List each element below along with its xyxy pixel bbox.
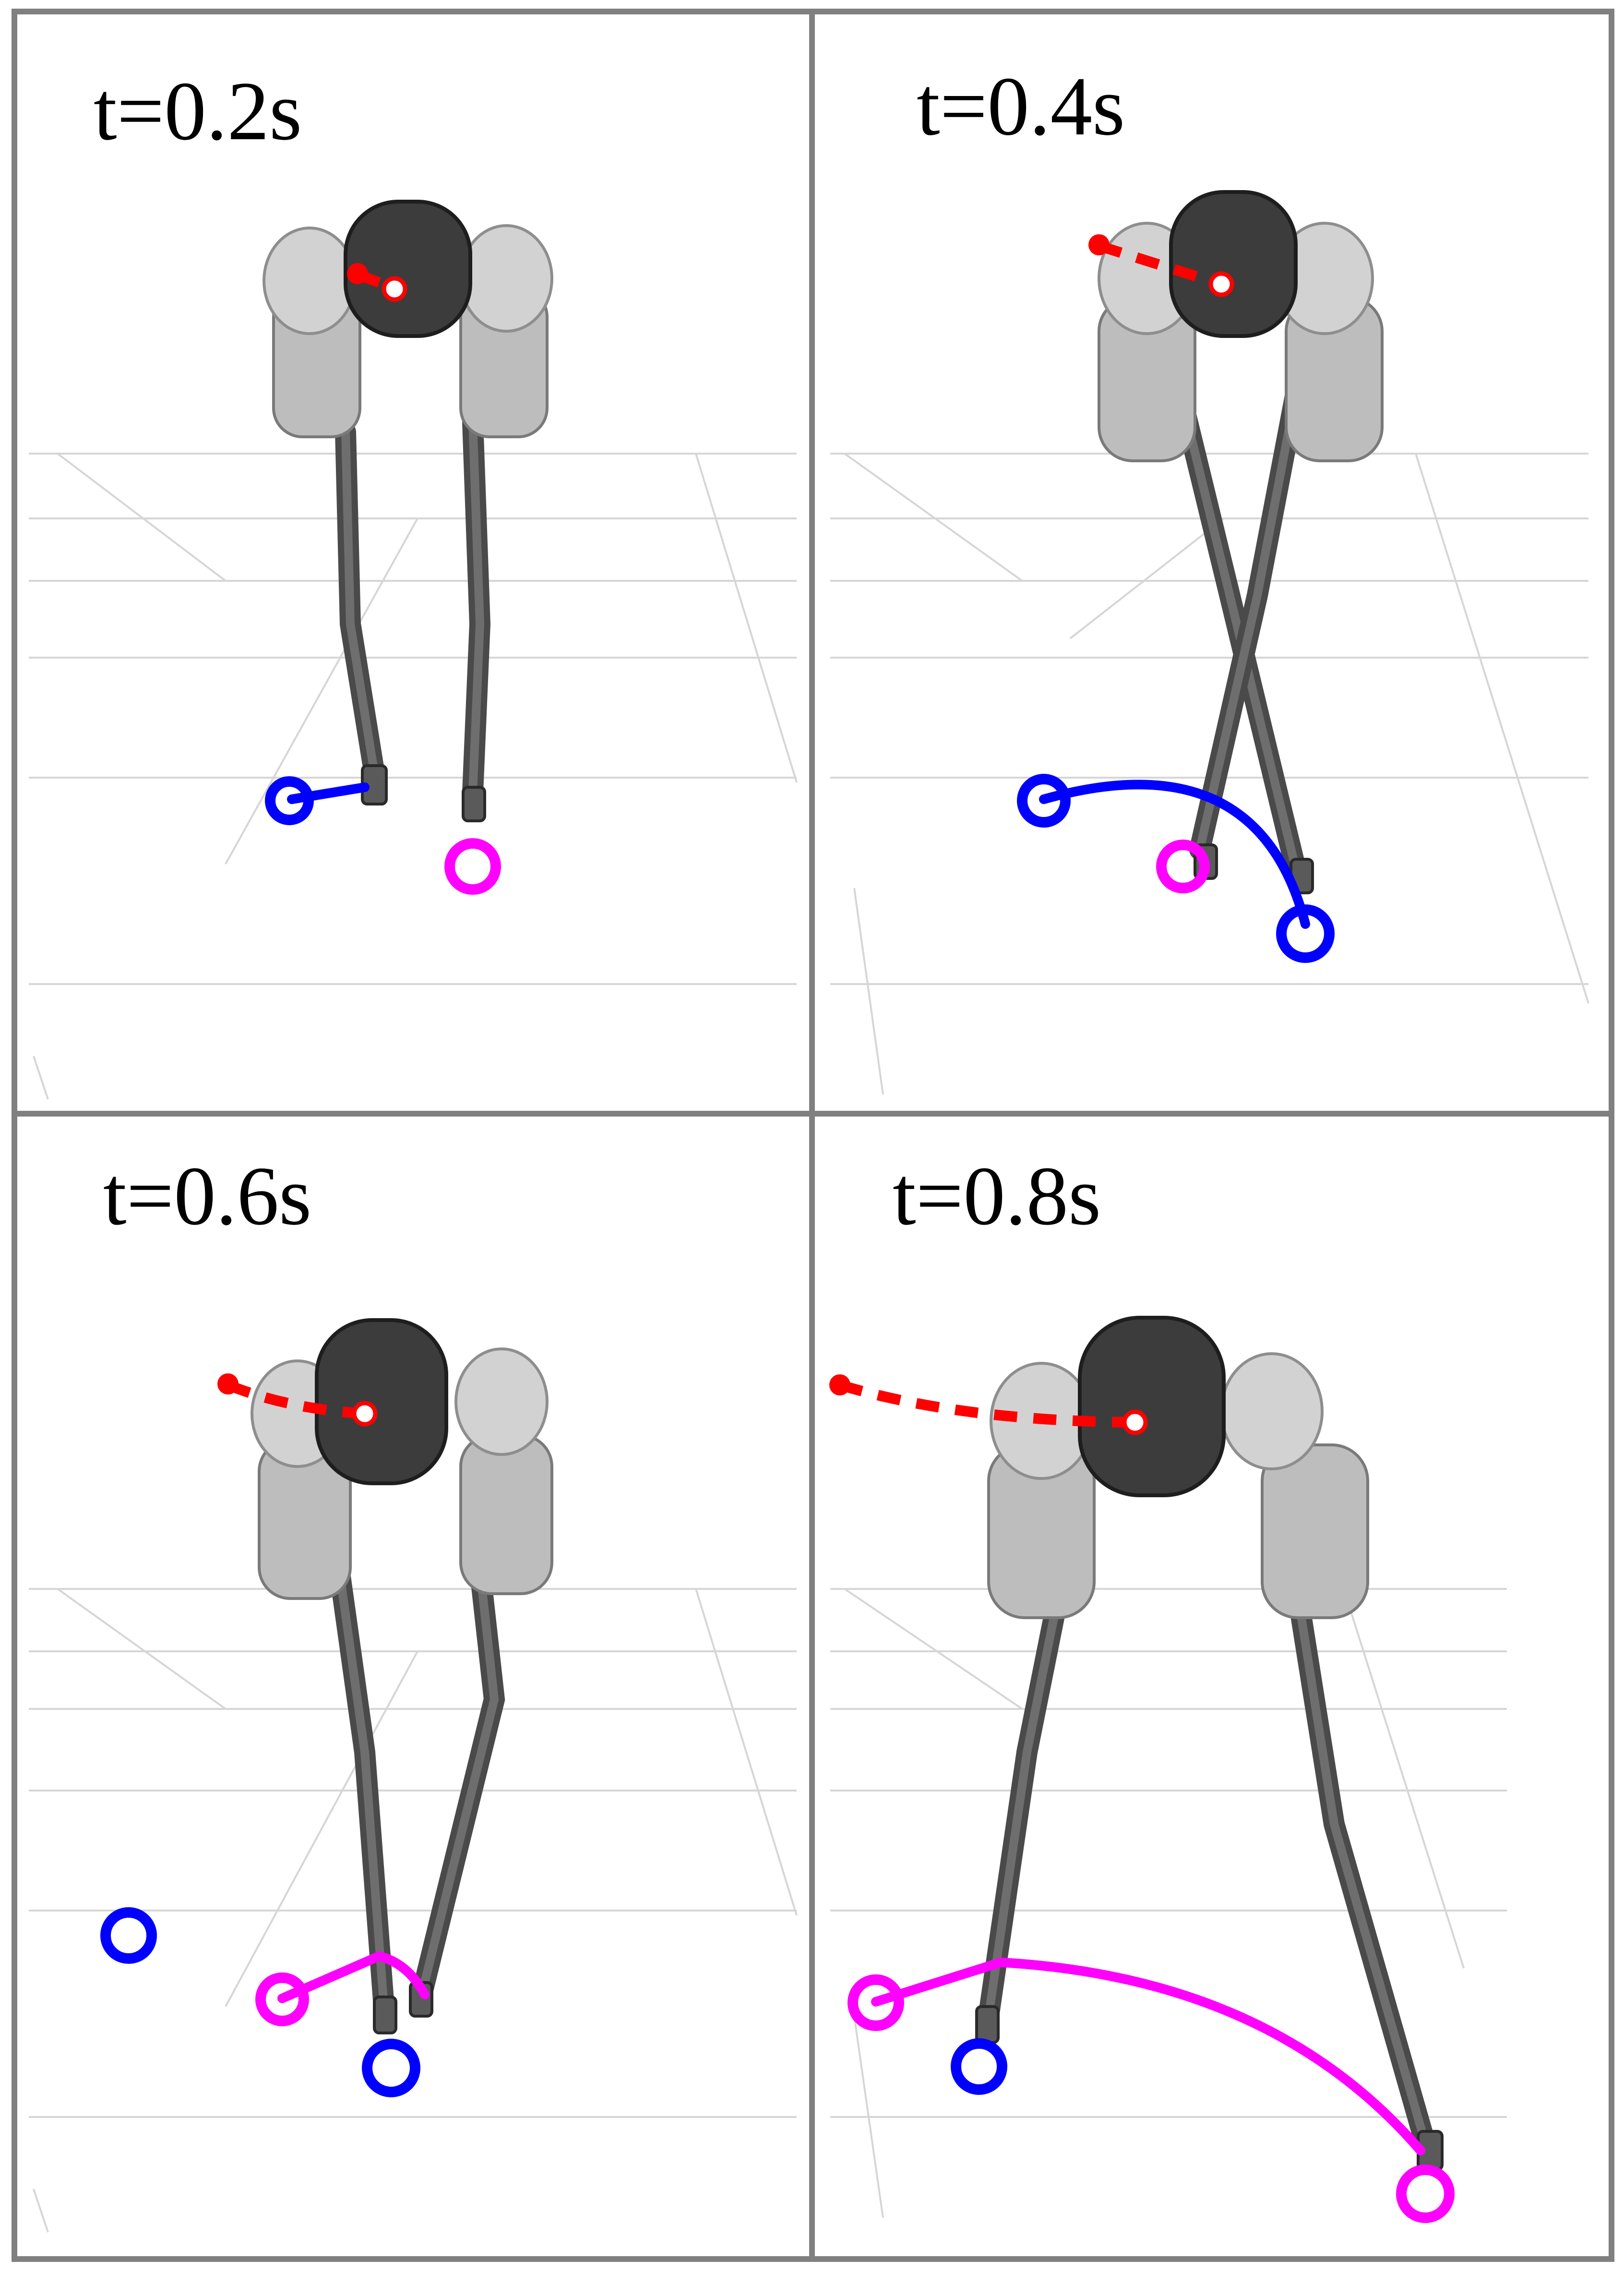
floor-grid [830,1588,1507,2218]
robot [1098,190,1384,894]
floor-grid [830,453,1589,1095]
time-label: t=0.4s [917,60,1125,153]
robot [251,1318,553,2034]
panel-1: t=0.2s [29,64,798,1100]
robot [975,1316,1444,2171]
trajectories [265,263,501,895]
floor-grid [29,1588,798,2233]
floor-grid [29,453,798,1100]
time-label: t=0.8s [893,1149,1101,1242]
trajectories [829,1374,1455,2223]
robot [263,200,553,822]
panel-3: t=0.6s [29,1149,798,2233]
panel-frames [12,9,1614,2262]
time-label: t=0.2s [94,64,302,157]
panel-4: t=0.8s [829,1149,1507,2223]
panel-2: t=0.4s [830,60,1589,1095]
trajectories [1017,234,1335,963]
trajectories [100,1373,430,2097]
time-label: t=0.6s [103,1149,311,1242]
